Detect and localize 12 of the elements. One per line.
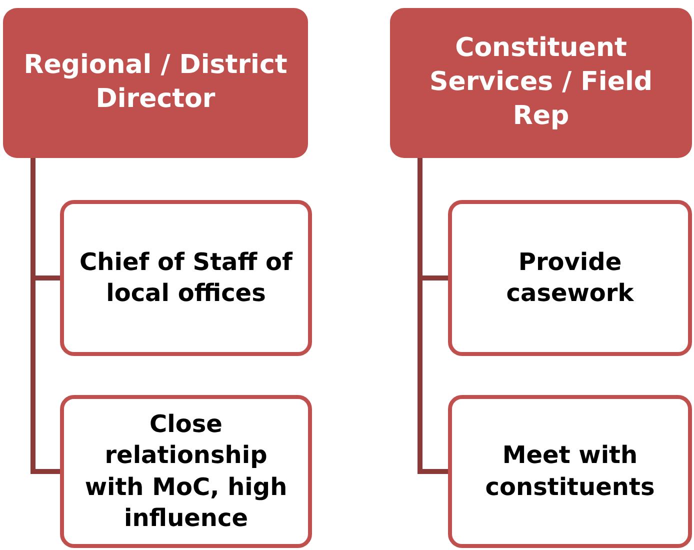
duty-box <box>60 395 312 548</box>
box-text: Meet with constituents <box>484 440 656 502</box>
box-text: Close relationship with MoC, high influence <box>84 409 288 534</box>
role-box <box>3 8 308 158</box>
box-text: Chief of Staff of local offices <box>78 246 294 309</box>
duty-box <box>60 200 312 356</box>
box-text: Constituent Services / Field Rep <box>428 32 654 133</box>
role-box <box>390 8 692 158</box>
duty-box <box>448 200 692 356</box>
box-text: Provide casework <box>505 246 635 309</box>
duty-box <box>448 395 692 548</box>
box-text: Regional / District Director <box>22 49 288 116</box>
